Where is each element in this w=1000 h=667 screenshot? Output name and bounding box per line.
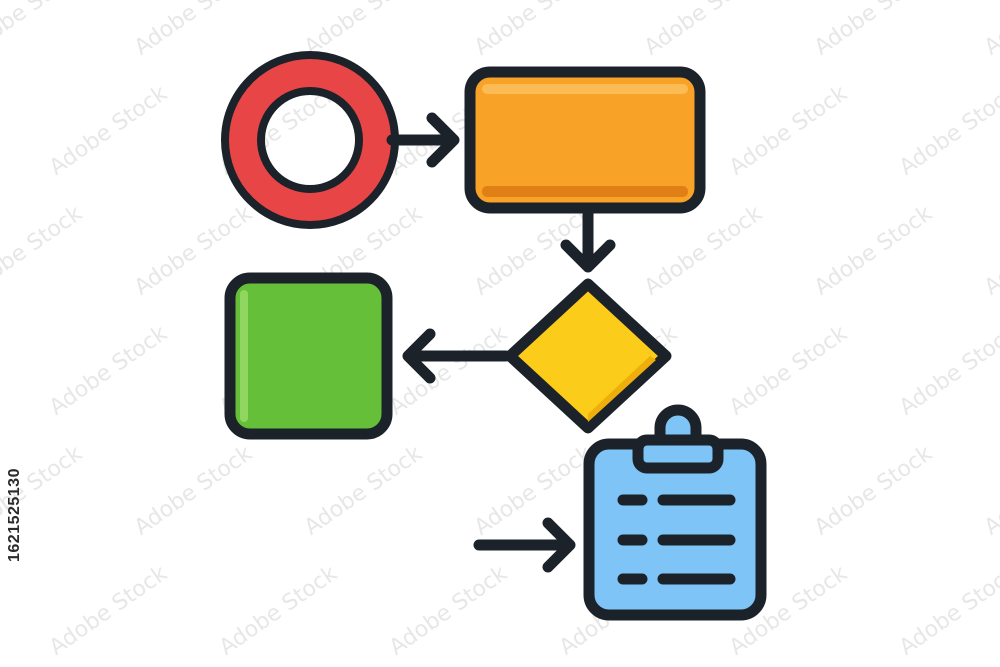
arrow-input-to-document xyxy=(473,517,576,573)
document-node xyxy=(583,404,767,621)
arrow-process-to-decision xyxy=(560,206,616,273)
start-node xyxy=(221,51,399,229)
clipboard-clip-icon xyxy=(632,404,724,474)
start-node-fill xyxy=(229,59,391,221)
arrow-start-to-process xyxy=(386,112,460,168)
process-node xyxy=(464,66,706,214)
result-node-box xyxy=(224,272,393,440)
clipboard-lines xyxy=(617,494,736,585)
decision-node-shade xyxy=(588,356,656,422)
result-node xyxy=(224,272,393,440)
process-node-shadow xyxy=(482,186,688,197)
stock-id-label: 1621525130 xyxy=(6,468,23,562)
decision-node xyxy=(504,278,672,434)
arrow-decision-to-result xyxy=(402,328,512,384)
decision-node-diamond xyxy=(504,278,672,434)
process-node-highlight xyxy=(482,84,688,94)
result-node-shade xyxy=(240,290,248,422)
